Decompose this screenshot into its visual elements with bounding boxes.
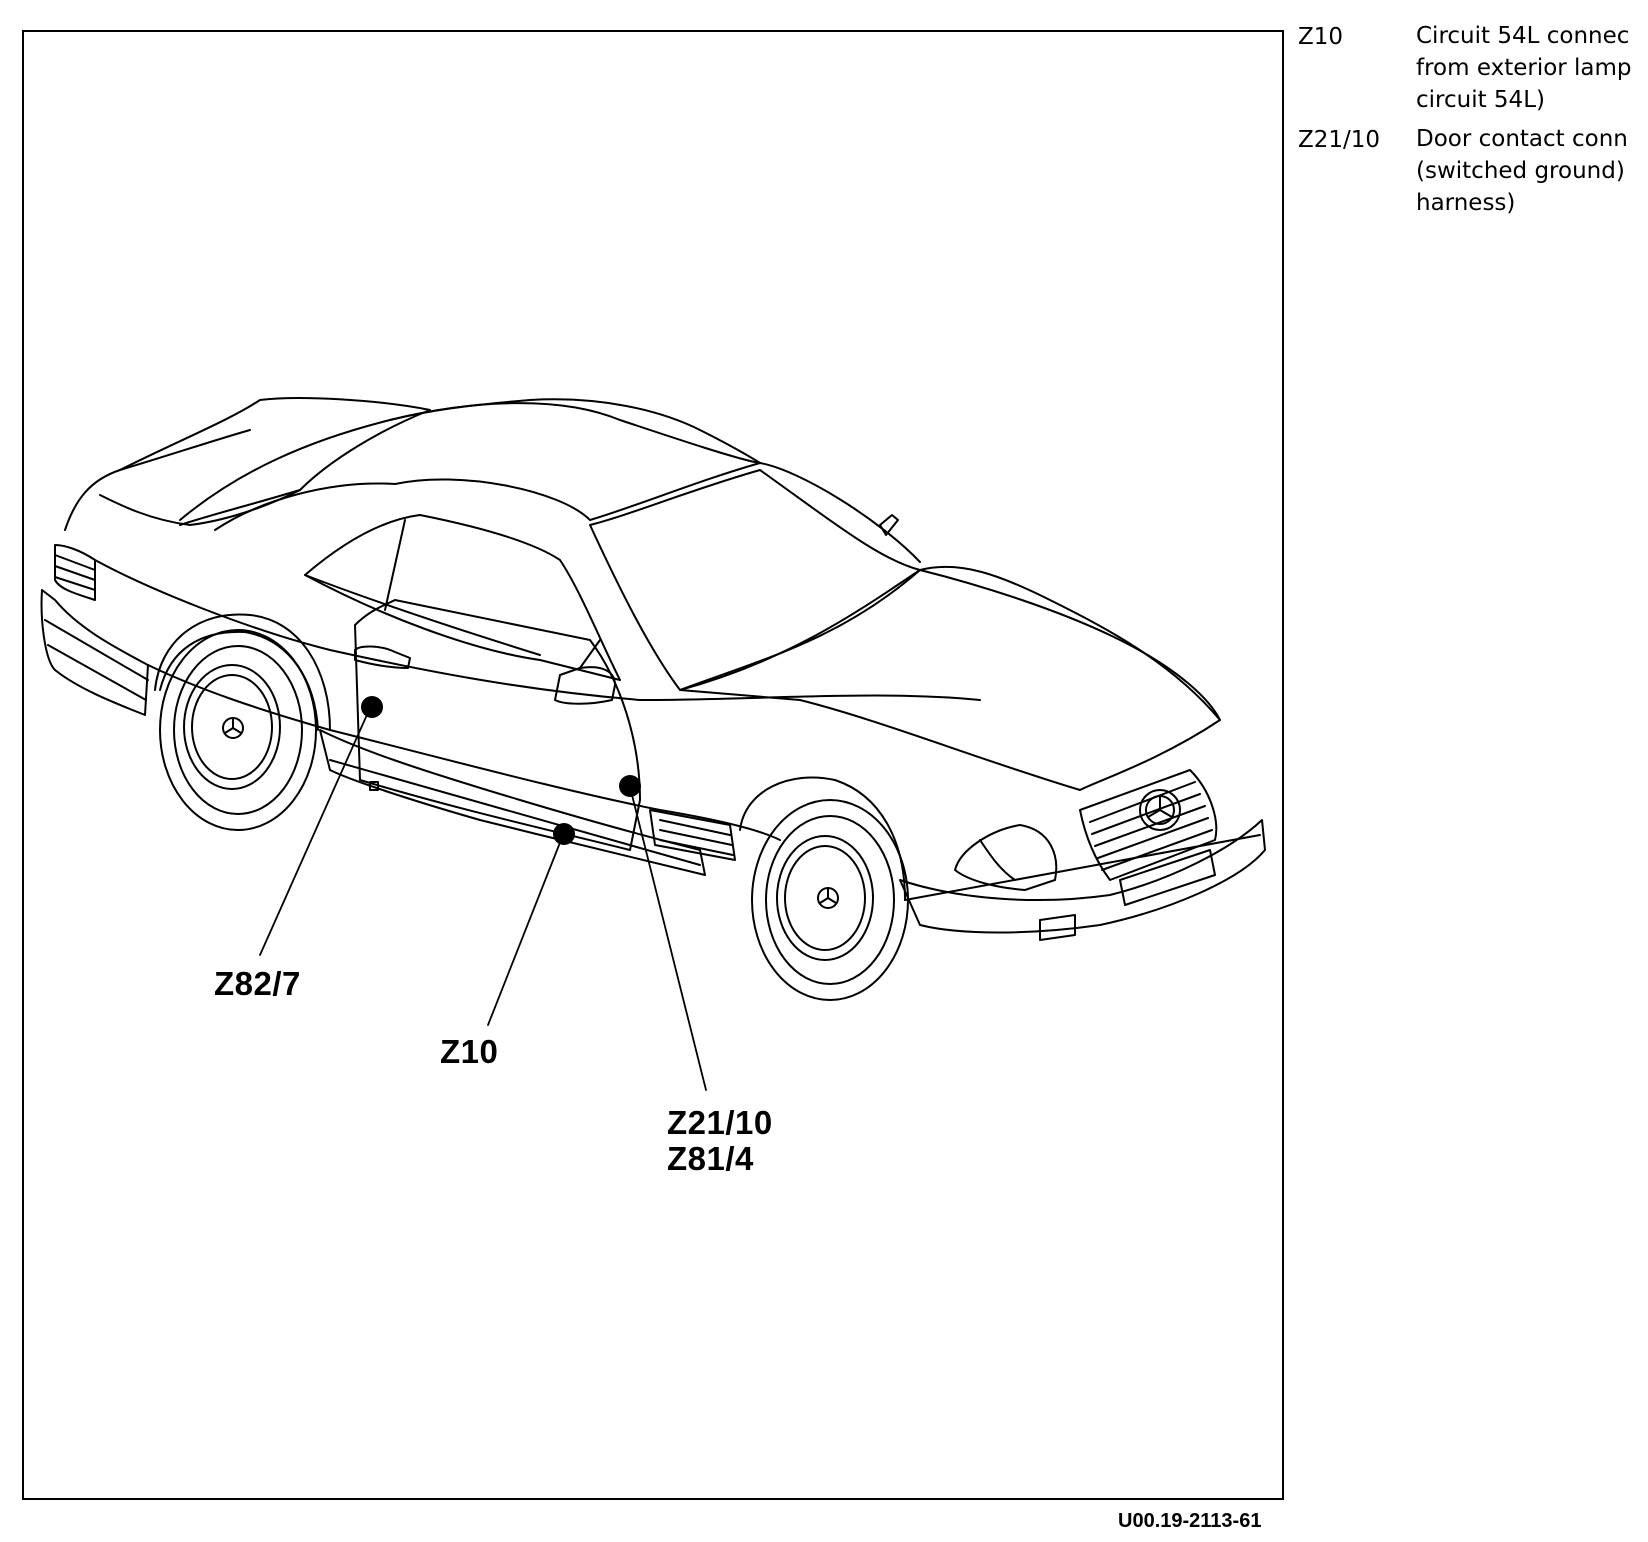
roof-outline	[214, 462, 921, 563]
headlamp	[954, 824, 1058, 891]
legend-desc-z21-10-line-1: Door contact conn	[1416, 126, 1628, 152]
hardtop-outline	[179, 402, 761, 521]
legend-code-z10: Z10	[1298, 24, 1344, 50]
front-wheel-arch	[739, 776, 906, 901]
front-bumper	[899, 819, 1266, 934]
tail-lamp	[54, 544, 96, 601]
fender-vent	[649, 809, 736, 861]
figure-frame	[22, 30, 1284, 1500]
side-mirror	[554, 666, 616, 705]
legend-code-z21-10: Z21/10	[1298, 127, 1381, 153]
rear-bumper	[40, 589, 149, 716]
z82-7-leader	[259, 707, 371, 956]
antenna	[879, 514, 899, 536]
hood	[679, 569, 1221, 791]
legend-desc-z10-line-2: from exterior lamp	[1416, 55, 1632, 81]
front-emblem	[1139, 789, 1181, 831]
z21-10-location-dot	[619, 775, 641, 797]
z10-leader	[487, 834, 564, 1026]
callout-z81-4: Z81/4	[667, 1140, 754, 1177]
grille	[1079, 769, 1218, 881]
z82-7-location-dot	[361, 696, 383, 718]
rocker-panel	[319, 729, 706, 876]
callout-z21-10: Z21/10	[667, 1104, 773, 1141]
rear-wheel-tire	[159, 629, 317, 831]
z21-10-leader	[629, 786, 707, 1091]
side-window	[304, 514, 621, 681]
door-handle	[354, 645, 411, 669]
legend-desc-z10-line-1: Circuit 54L connec	[1416, 23, 1630, 49]
door	[354, 599, 641, 851]
legend-desc-z21-10-line-2: (switched ground)	[1416, 158, 1625, 184]
rear-wheel-arch	[154, 613, 331, 731]
legend-desc-z10-line-3: circuit 54L)	[1416, 87, 1545, 113]
figure-id: U00.19-2113-61	[1118, 1510, 1262, 1532]
z10-location-dot	[553, 823, 575, 845]
callout-z10: Z10	[440, 1033, 499, 1070]
legend-desc-z21-10-line-3: harness)	[1416, 190, 1516, 216]
callout-z82-7: Z82/7	[214, 965, 301, 1002]
license-plate-area	[1119, 849, 1216, 906]
rear-deck	[64, 397, 431, 531]
body-side-upper	[94, 559, 981, 701]
